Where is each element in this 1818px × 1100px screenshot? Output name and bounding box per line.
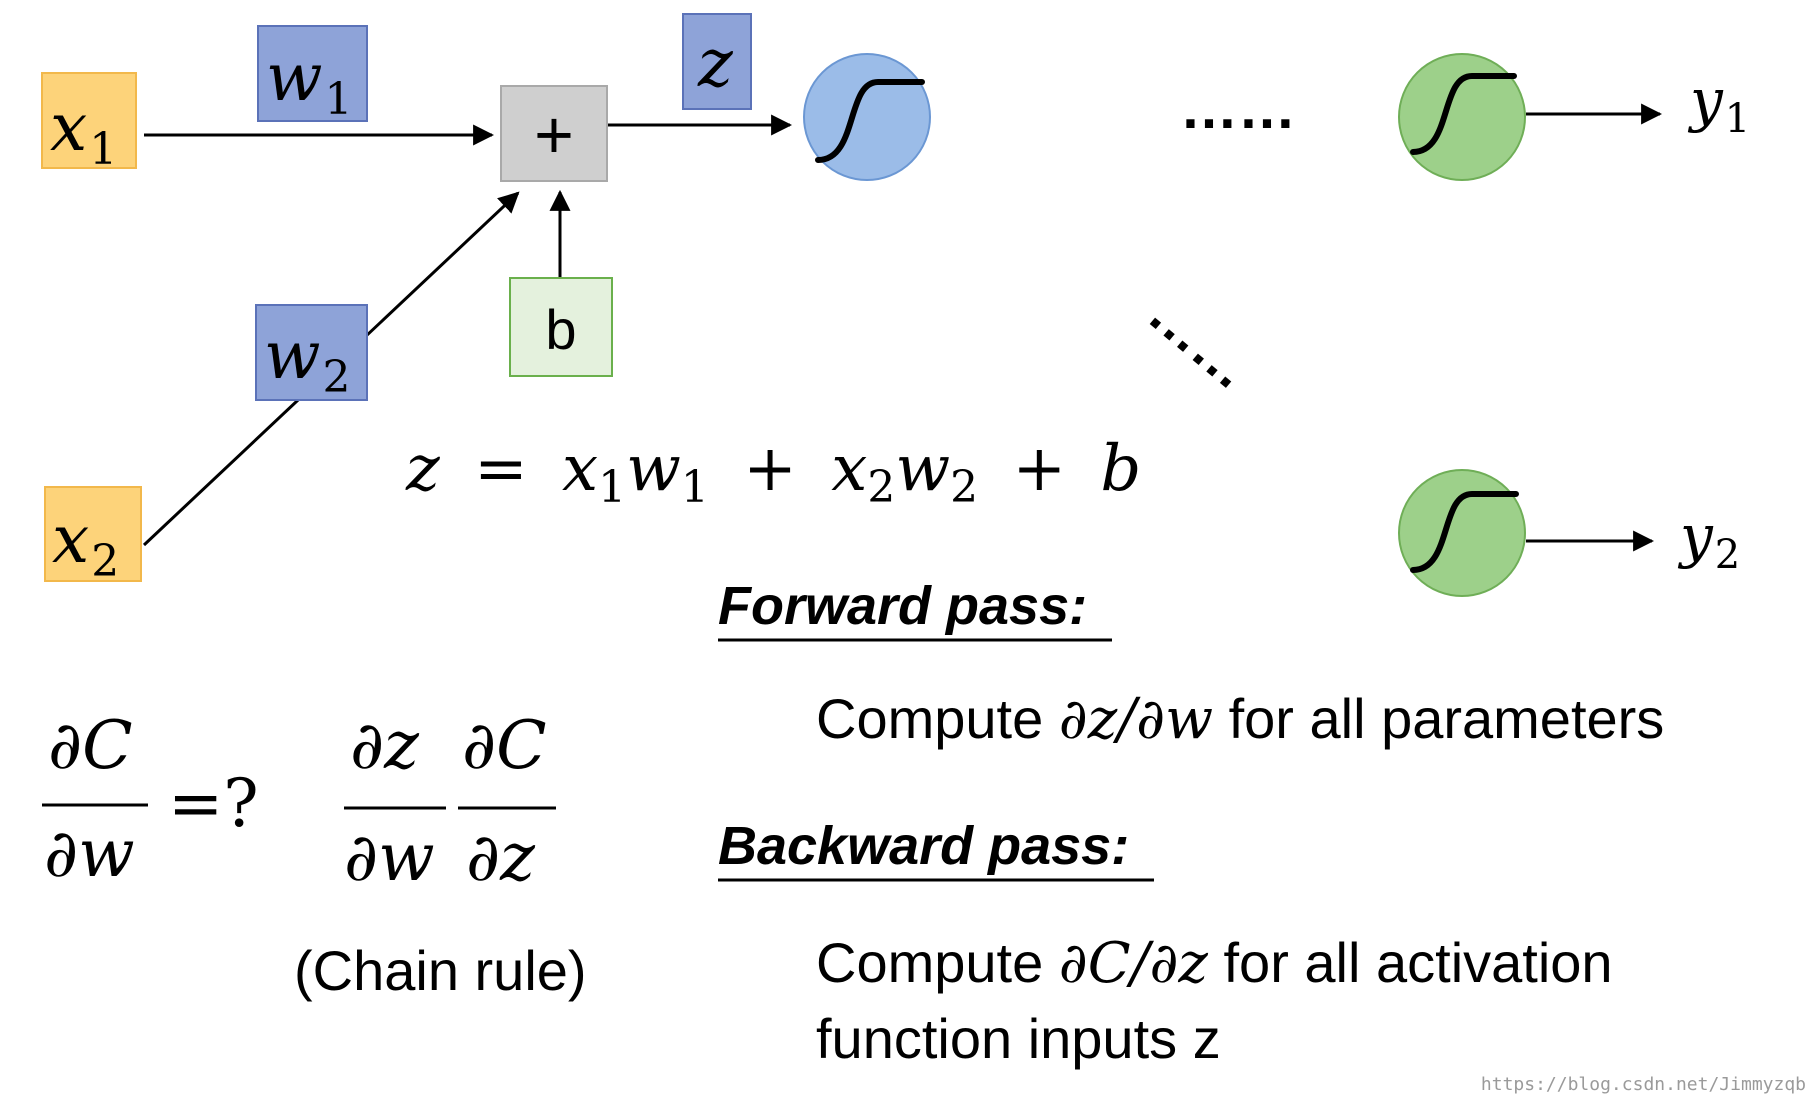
backward-pass-text-line2: function inputs z	[816, 1007, 1221, 1070]
output-y1: y1	[1687, 66, 1750, 142]
svg-text:∂z: ∂z	[350, 707, 420, 784]
svg-text:∂z: ∂z	[466, 819, 536, 896]
svg-text:+: +	[534, 97, 574, 173]
output-y2: y2	[1677, 502, 1740, 578]
ellipsis-horizontal: ……	[1180, 76, 1296, 141]
z-box: z	[682, 13, 752, 110]
sum-node: +	[500, 85, 608, 182]
weight-w1: w1	[257, 25, 368, 125]
svg-text:w2: w2	[264, 317, 351, 403]
svg-text:∂C: ∂C	[48, 707, 133, 784]
ellipsis-diagonal: ……	[1137, 281, 1263, 401]
svg-text:=?: =?	[168, 765, 259, 842]
watermark: https://blog.csdn.net/Jimmyzqb	[1481, 1074, 1806, 1095]
forward-pass-text: Compute ∂z/∂w for all parameters	[816, 687, 1664, 752]
neuron-output-1	[1398, 53, 1526, 181]
chain-rule-expression: ∂z ∂w ∂C ∂z	[344, 707, 556, 896]
svg-text:w1: w1	[266, 39, 353, 125]
derivative-question: ∂C ∂w =?	[42, 707, 259, 892]
neuron-output-2	[1398, 469, 1526, 597]
weight-w2: w2	[255, 304, 368, 403]
input-x1: x1	[41, 72, 137, 175]
bias-node: b	[509, 277, 613, 377]
svg-text:x2: x2	[52, 501, 119, 587]
backward-pass-heading: Backward pass:	[718, 816, 1129, 876]
svg-text:∂C: ∂C	[462, 707, 547, 784]
sigmoid-icon	[1410, 491, 1519, 573]
sigmoid-icon	[815, 79, 925, 163]
backward-pass-text: Compute ∂C/∂z for all activation	[816, 931, 1613, 996]
chain-rule-label: (Chain rule)	[294, 939, 587, 1002]
sigmoid-icon	[1410, 73, 1517, 155]
svg-text:x1: x1	[50, 89, 117, 175]
svg-text:∂w: ∂w	[344, 819, 435, 896]
weighted-sum-equation: z = x1w1 + x2w2 + b	[405, 432, 1141, 518]
svg-text:∂w: ∂w	[44, 815, 135, 892]
svg-text:b: b	[545, 298, 576, 361]
neuron-hidden	[803, 53, 931, 181]
svg-text:z: z	[697, 25, 734, 102]
input-x2: x2	[44, 486, 142, 587]
forward-pass-heading: Forward pass:	[718, 576, 1087, 636]
